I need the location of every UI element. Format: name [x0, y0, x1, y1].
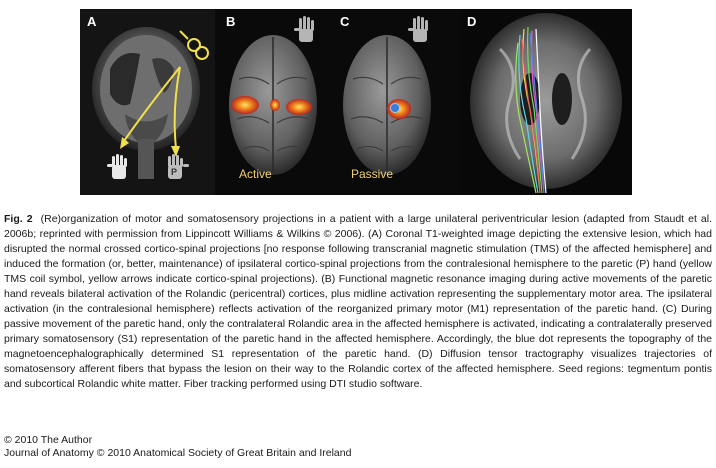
- panel-d: D: [460, 9, 632, 195]
- paretic-hand-label: P: [171, 167, 177, 177]
- condition-label-passive: Passive: [351, 167, 394, 181]
- copyright-author: © 2010 The Author: [4, 434, 93, 446]
- paretic-hand-icon: [168, 154, 189, 179]
- panel-label-c: C: [340, 14, 350, 29]
- fiber-tracts: [515, 26, 547, 194]
- hand-icon: [294, 16, 314, 42]
- copyright-journal: Journal of Anatomy © 2010 Anatomical Soc…: [4, 447, 352, 459]
- activation-blob: [231, 96, 259, 114]
- figure-caption: Fig. 2 (Re)organization of motor and som…: [4, 212, 712, 392]
- panel-b: B Active: [219, 9, 329, 195]
- brain-render-passive: [333, 9, 443, 195]
- panel-label-d: D: [467, 14, 477, 29]
- figure-label: Fig. 2: [4, 213, 33, 225]
- activation-blob: [286, 99, 312, 115]
- condition-label-active: Active: [239, 167, 272, 181]
- panel-a: P A: [80, 9, 215, 195]
- hand-icon: [107, 154, 127, 179]
- panel-c: C Passive: [333, 9, 443, 195]
- dti-tractography-image: [460, 9, 632, 195]
- brain-render-active: [219, 9, 329, 195]
- panel-label-a: A: [87, 14, 97, 29]
- copyright-footer: © 2010 The Author Journal of Anatomy © 2…: [4, 434, 351, 460]
- hand-icon: [408, 16, 428, 42]
- s1-blue-dot: [390, 103, 400, 113]
- panel-label-b: B: [226, 14, 236, 29]
- coronal-mri-image: P: [80, 9, 215, 195]
- tms-coil-icon: [179, 30, 209, 60]
- projection-arrow: [123, 66, 181, 142]
- caption-text: (Re)organization of motor and somatosens…: [4, 213, 713, 390]
- projection-arrow: [173, 66, 181, 150]
- figure-panels: P A: [80, 9, 632, 195]
- activation-blob: [270, 99, 280, 111]
